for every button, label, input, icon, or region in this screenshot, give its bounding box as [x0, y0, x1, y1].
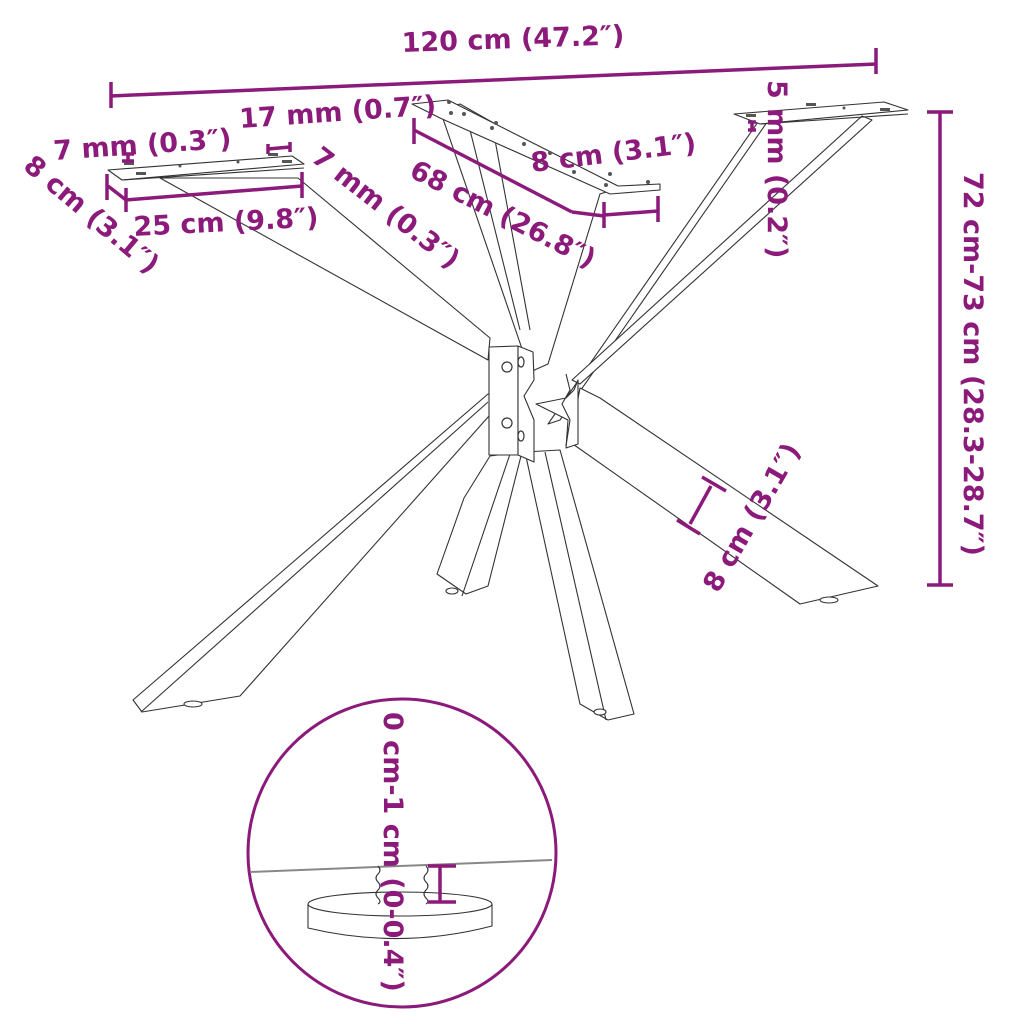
plate-hole-icon	[806, 103, 816, 106]
foot-detail-inset	[246, 697, 558, 1009]
foot-pad-left	[183, 700, 203, 708]
dim-line	[571, 210, 605, 218]
bolt-icon	[517, 356, 525, 368]
dimension-lines	[105, 48, 953, 587]
plate-hole-icon	[178, 164, 182, 168]
back-right-leg-face	[571, 115, 873, 385]
label-plate-thickness-left: 7 mm (0.3″)	[52, 124, 232, 167]
foot-pad-top	[307, 891, 493, 917]
plate-hole-icon	[646, 180, 650, 184]
plate-hole-icon	[842, 106, 846, 110]
front-lower-leg-edge	[544, 451, 607, 721]
plate-hole-icon	[236, 160, 240, 164]
foot-pad-back	[445, 587, 459, 595]
plate-hole-icon	[522, 142, 526, 146]
dim-left-plate-length	[125, 184, 303, 202]
plate-hole-icon	[572, 170, 576, 174]
dim-tick	[676, 518, 701, 536]
lower-left-leg-edge	[140, 401, 489, 713]
leg-frame-drawing	[107, 99, 909, 721]
top-plate-center	[411, 99, 661, 195]
center-bracket-plate	[488, 345, 519, 456]
dim-overall-width	[109, 62, 878, 98]
floor-line	[249, 859, 553, 873]
plate-hole-icon	[548, 151, 552, 155]
label-hole-offset: 17 mm (0.7″)	[238, 90, 437, 135]
center-upper-leg-edge-1	[467, 121, 521, 331]
screw-thread	[375, 865, 381, 905]
label-plate-thickness-right: 5 mm (0.2″)	[761, 80, 792, 258]
plate-hole-icon	[494, 121, 498, 125]
plate-hole-icon	[608, 172, 612, 176]
foot-pad-front	[593, 708, 607, 716]
top-plate-left	[107, 155, 305, 181]
left-upper-leg	[159, 177, 491, 361]
short-back-leg-edge	[461, 453, 511, 597]
front-lower-leg	[524, 449, 635, 721]
plate-hole-icon	[490, 126, 494, 130]
dim-hole-offset	[267, 145, 291, 151]
bolt-icon	[501, 417, 513, 429]
dim-tick	[701, 475, 727, 493]
dim-left-plate-width	[106, 184, 128, 202]
short-back-leg	[436, 451, 523, 595]
label-height-range: 72 cm-73 cm (28.3-28.7″)	[957, 172, 988, 556]
label-foot-adjustment: 0 cm-1 cm (0-0.4″)	[377, 712, 408, 992]
rear-bracket-plate	[535, 379, 579, 449]
plate-hole-icon	[462, 112, 466, 116]
top-plate-left-edge	[121, 167, 305, 181]
plate-hole-icon	[268, 153, 278, 156]
top-plate-right-edge	[759, 113, 909, 125]
plate-hole-icon	[124, 162, 134, 165]
plate-hole-icon	[746, 114, 756, 117]
label-plate-width-center: 8 cm (3.1″)	[529, 128, 698, 179]
plate-hole-icon	[136, 172, 146, 175]
top-plate-right	[733, 101, 909, 125]
dim-leg-width	[688, 485, 713, 525]
screw-thread	[423, 865, 429, 905]
center-upper-leg-edge-2	[494, 139, 531, 331]
bolt-icon	[517, 430, 525, 442]
plate-hole-icon	[282, 160, 292, 163]
plate-hole-icon	[880, 108, 890, 111]
dim-center-plate-length	[413, 128, 573, 214]
plate-hole-icon	[449, 111, 453, 115]
label-overall-width: 120 cm (47.2″)	[401, 20, 625, 59]
foot-pad-right	[819, 596, 839, 604]
dim-center-plate-width	[603, 209, 659, 217]
plate-hole-icon	[447, 100, 451, 104]
bolt-icon	[501, 361, 513, 373]
plate-hole-icon	[768, 112, 772, 116]
plate-hole-icon	[604, 183, 608, 187]
rear-bracket-fold	[561, 373, 571, 447]
